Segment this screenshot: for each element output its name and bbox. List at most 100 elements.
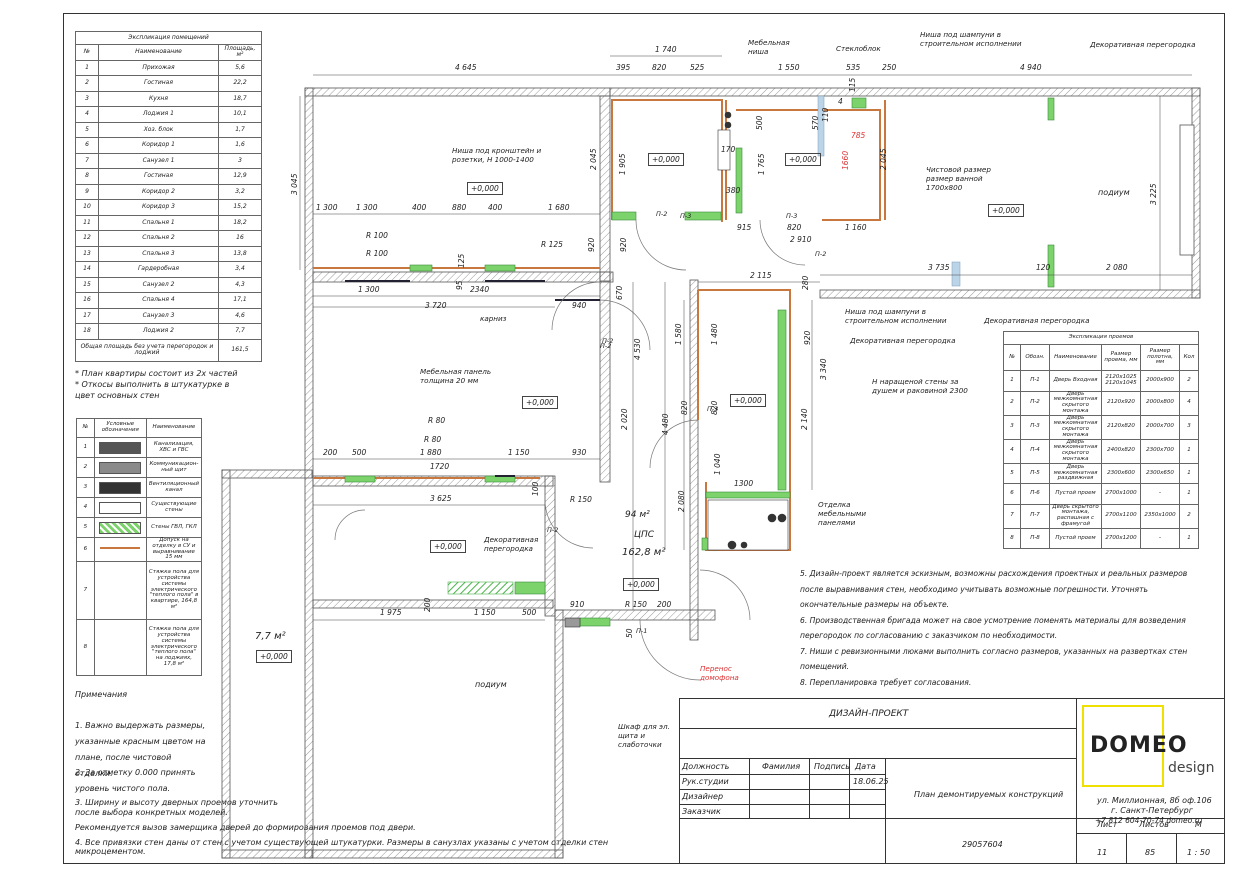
dimension-label: R 80 bbox=[424, 435, 441, 444]
dimension-label: 110 bbox=[821, 107, 830, 122]
plan-note: Чистовой размер размер ванной 1700х800 bbox=[926, 165, 991, 192]
doors-table-cell: 4 bbox=[1179, 390, 1199, 416]
dimension-label: 1 975 bbox=[380, 608, 402, 617]
tb-col-date: Дата bbox=[855, 762, 876, 771]
door-swing bbox=[599, 299, 651, 351]
doors-table-cell: 8 bbox=[1003, 527, 1021, 550]
tb-role-designer: Дизайнер bbox=[682, 792, 724, 801]
plan-note: Декоративная перегородка bbox=[850, 336, 956, 345]
dimension-label: R 150 bbox=[570, 495, 592, 504]
gkl-wall bbox=[735, 147, 743, 214]
doors-table-cell: 2400х820 bbox=[1101, 438, 1141, 464]
gkl-wall bbox=[1047, 97, 1055, 121]
dimension-label: 115 bbox=[848, 77, 857, 92]
doors-table-cell: Пустой проем bbox=[1049, 483, 1102, 505]
dimension-label: 2 115 bbox=[750, 271, 772, 280]
door-mark: П-2 bbox=[656, 210, 668, 218]
dimension-label: 2 045 bbox=[879, 148, 888, 170]
dimension-label: 570 bbox=[811, 115, 820, 130]
tb-date: 18.06.25 bbox=[853, 777, 889, 786]
dimension-label: 3 720 bbox=[425, 301, 447, 310]
dimension-label: R 80 bbox=[428, 416, 445, 425]
decorative-partition-glass bbox=[951, 261, 961, 287]
dimension-label: 1 150 bbox=[474, 608, 496, 617]
pipe-icon bbox=[724, 121, 732, 129]
tb-role-client: Заказчик bbox=[682, 807, 721, 816]
gkl-wall bbox=[579, 617, 611, 627]
plan-note: Перенос домофона bbox=[700, 664, 739, 682]
door-mark: П-3 bbox=[680, 212, 692, 220]
doors-col-leaf: Размер полотна, мм bbox=[1140, 344, 1180, 371]
plan-note: Ниша под кронштейн и розетки, Н 1000-140… bbox=[452, 146, 542, 164]
dimension-label: 395 bbox=[616, 63, 631, 72]
dimension-label: 4 480 bbox=[661, 413, 670, 435]
dimension-label: 3 045 bbox=[290, 173, 299, 195]
doors-table-cell: 3 bbox=[1003, 414, 1021, 440]
dimension-label: 525 bbox=[690, 63, 705, 72]
dimension-label: 1 580 bbox=[674, 323, 683, 345]
doors-table-cell: 2120х820 bbox=[1101, 414, 1141, 440]
doors-table-cell: П-2 bbox=[1020, 390, 1050, 416]
dimension-label: 880 bbox=[452, 203, 467, 212]
dimension-label: 50 bbox=[625, 628, 634, 638]
right-note-7: 7. Ниши с ревизионными люками выполнить … bbox=[800, 646, 1188, 672]
plan-note: Ниша под шампуни в строительном исполнен… bbox=[845, 307, 947, 325]
dimension-label: 940 bbox=[572, 301, 587, 310]
dimension-label: R 150 bbox=[625, 600, 647, 609]
plan-note: Мебельная ниша bbox=[748, 38, 790, 56]
address-line: г. Санкт-Петербург bbox=[1111, 806, 1193, 815]
legend-symbol bbox=[93, 517, 147, 538]
plan-note: * План квартиры состоит из 2х частей bbox=[75, 369, 238, 378]
level-mark: +0,000 bbox=[522, 396, 558, 409]
door-swing bbox=[649, 419, 699, 469]
wall bbox=[819, 289, 1201, 299]
dimension-label: R 125 bbox=[541, 240, 563, 249]
dimension-label: 250 bbox=[882, 63, 897, 72]
legend-swatch bbox=[99, 521, 142, 534]
doors-col-code: Обозн. bbox=[1020, 344, 1050, 371]
doors-table-cell: 2120х920 bbox=[1101, 390, 1141, 416]
door-swing bbox=[759, 219, 806, 266]
tb-role-head: Рук.студии bbox=[682, 777, 729, 786]
dimension-label: 535 bbox=[846, 63, 861, 72]
room-label: 162,8 м² bbox=[622, 547, 666, 558]
partition bbox=[736, 109, 881, 221]
rooms-table-cell: 18,7 bbox=[218, 90, 262, 107]
door-mark: П-2 bbox=[547, 526, 559, 534]
doors-table-cell: 2000х800 bbox=[1140, 390, 1180, 416]
doors-table-cell: 5 bbox=[1003, 462, 1021, 485]
doors-table-cell: П-4 bbox=[1020, 438, 1050, 464]
plan-note: Мебельная панель толщина 20 мм bbox=[420, 367, 492, 385]
logo-frame bbox=[1082, 705, 1164, 787]
gkl-wall bbox=[1047, 244, 1055, 288]
dimension-label: 920 bbox=[587, 237, 596, 252]
window bbox=[1179, 124, 1195, 256]
room-label: 94 м² bbox=[625, 510, 650, 520]
kitchen-unit bbox=[707, 499, 789, 551]
dimension-label: 930 bbox=[572, 448, 587, 457]
dimension-label: 380 bbox=[726, 186, 741, 195]
door-swing bbox=[635, 219, 687, 271]
level-mark: +0,000 bbox=[430, 540, 466, 553]
room-label: 7,7 м² bbox=[255, 631, 286, 642]
doors-table-cell: 2 bbox=[1003, 390, 1021, 416]
level-mark: +0,000 bbox=[467, 182, 503, 195]
door-swing bbox=[544, 499, 594, 549]
dimension-label: 400 bbox=[412, 203, 427, 212]
room-label: ЦПС bbox=[634, 530, 655, 540]
dimension-label: 200 bbox=[323, 448, 338, 457]
doors-table-cell: 2000х900 bbox=[1140, 370, 1180, 392]
dimension-label: 4 645 bbox=[455, 63, 477, 72]
doors-table-cell: 4 bbox=[1003, 438, 1021, 464]
legend-swatch bbox=[100, 547, 141, 550]
rooms-total-label: Общая площадь без учета перегородок и ло… bbox=[75, 338, 219, 362]
doors-table-cell: 2700х1200 bbox=[1101, 527, 1141, 550]
